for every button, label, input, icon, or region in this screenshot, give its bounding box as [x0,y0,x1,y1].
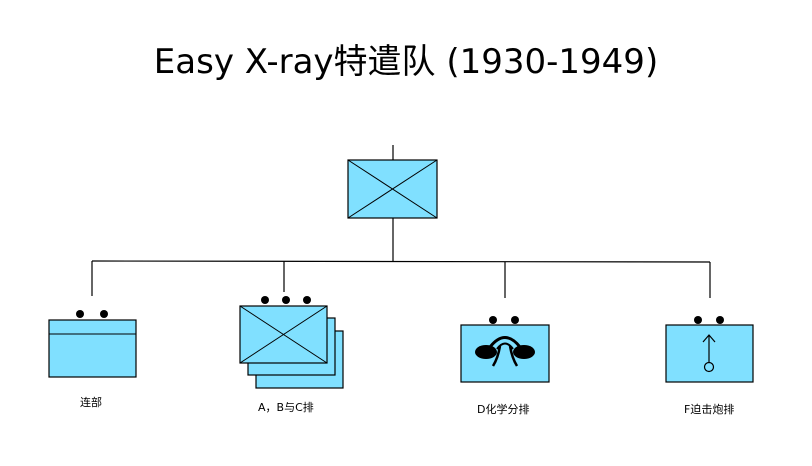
label-platoon-f: F迫击炮排 [684,403,735,416]
chemical-retort-icon [475,336,535,367]
size-dot [282,296,290,304]
size-dot [76,310,84,318]
size-dot [489,316,497,324]
size-dot [100,310,108,318]
diagram-title: Easy X-ray特遣队 (1930-1949) [153,42,659,82]
size-dot [511,316,519,324]
size-dot [694,316,702,324]
platoon-f-symbol [665,316,754,383]
mortar-icon [702,334,716,373]
platoon-d-symbol [460,316,550,383]
hq-unit-symbol [347,159,438,219]
size-dot [261,296,269,304]
horizontal-bus-line [91,260,711,263]
label-company-hq: 连部 [80,396,102,409]
size-dot [303,296,311,304]
connector-lines [91,145,711,298]
platoons-abc-symbol [239,296,344,389]
label-platoons-abc: A，B与C排 [258,401,314,414]
size-dot [716,316,724,324]
label-platoon-d: D化学分排 [477,403,530,416]
company-hq-symbol [48,310,137,378]
